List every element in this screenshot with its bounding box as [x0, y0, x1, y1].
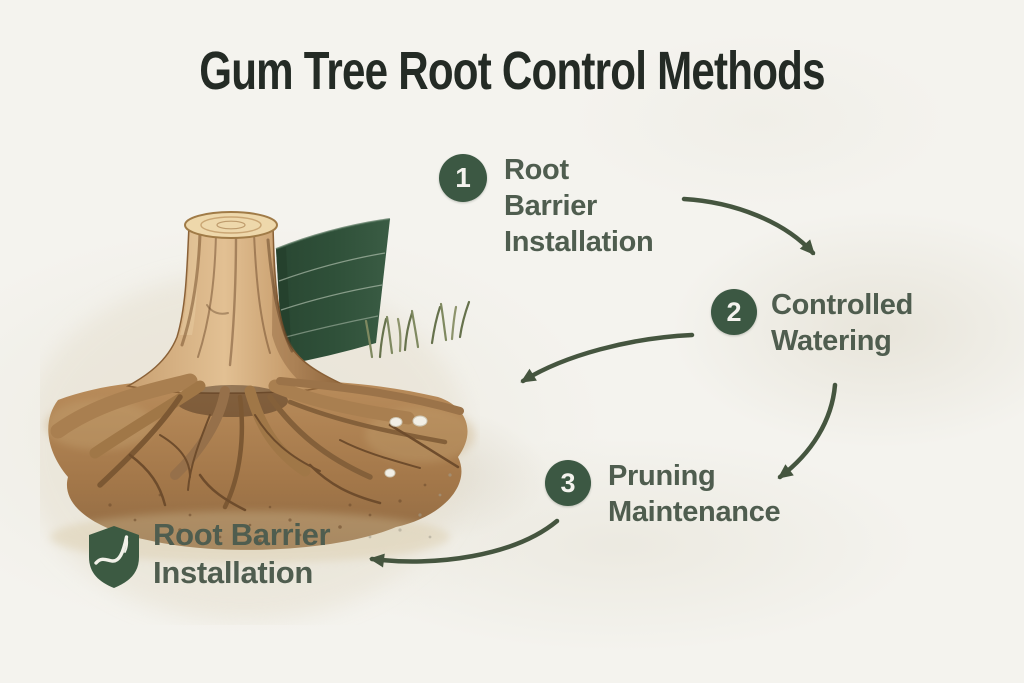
soil-speckles [108, 473, 452, 543]
step-1-label: Root Barrier Installation [504, 152, 654, 260]
root-barrier-panel [275, 218, 391, 365]
shield-root-barrier-icon [89, 526, 139, 588]
step-2-label: Controlled Watering [771, 287, 913, 359]
step-3-label: Pruning Maintenance [608, 458, 781, 530]
step-2-label-line2: Watering [771, 325, 892, 357]
step-1-label-line2: Installation [504, 226, 654, 258]
step-1-number-badge: 1 [439, 154, 487, 202]
footer-label: Root Barrier Installation [153, 516, 331, 592]
step-1-label-line1: Root Barrier [504, 154, 598, 222]
tree-stump-illustration [40, 211, 475, 622]
white-pebbles [384, 415, 428, 478]
arrow-step1-to-step2 [681, 196, 816, 256]
step-3-label-line2: Maintenance [608, 496, 781, 528]
title-row: Gum Tree Root Control Methods [0, 40, 1024, 102]
footer-label-line1: Root Barrier [153, 517, 331, 552]
page-title: Gum Tree Root Control Methods [199, 41, 825, 101]
step-3-number-badge: 3 [545, 460, 591, 506]
arrow-step2-to-step3 [777, 382, 838, 480]
step-3-label-line1: Pruning [608, 460, 716, 492]
footer-label-line2: Installation [153, 555, 314, 590]
arrow-step2-to-tree [520, 332, 695, 384]
root-network [50, 373, 464, 512]
step-2-number-badge: 2 [711, 289, 757, 335]
step-2-label-line1: Controlled [771, 289, 913, 321]
grass-tufts [364, 300, 471, 359]
